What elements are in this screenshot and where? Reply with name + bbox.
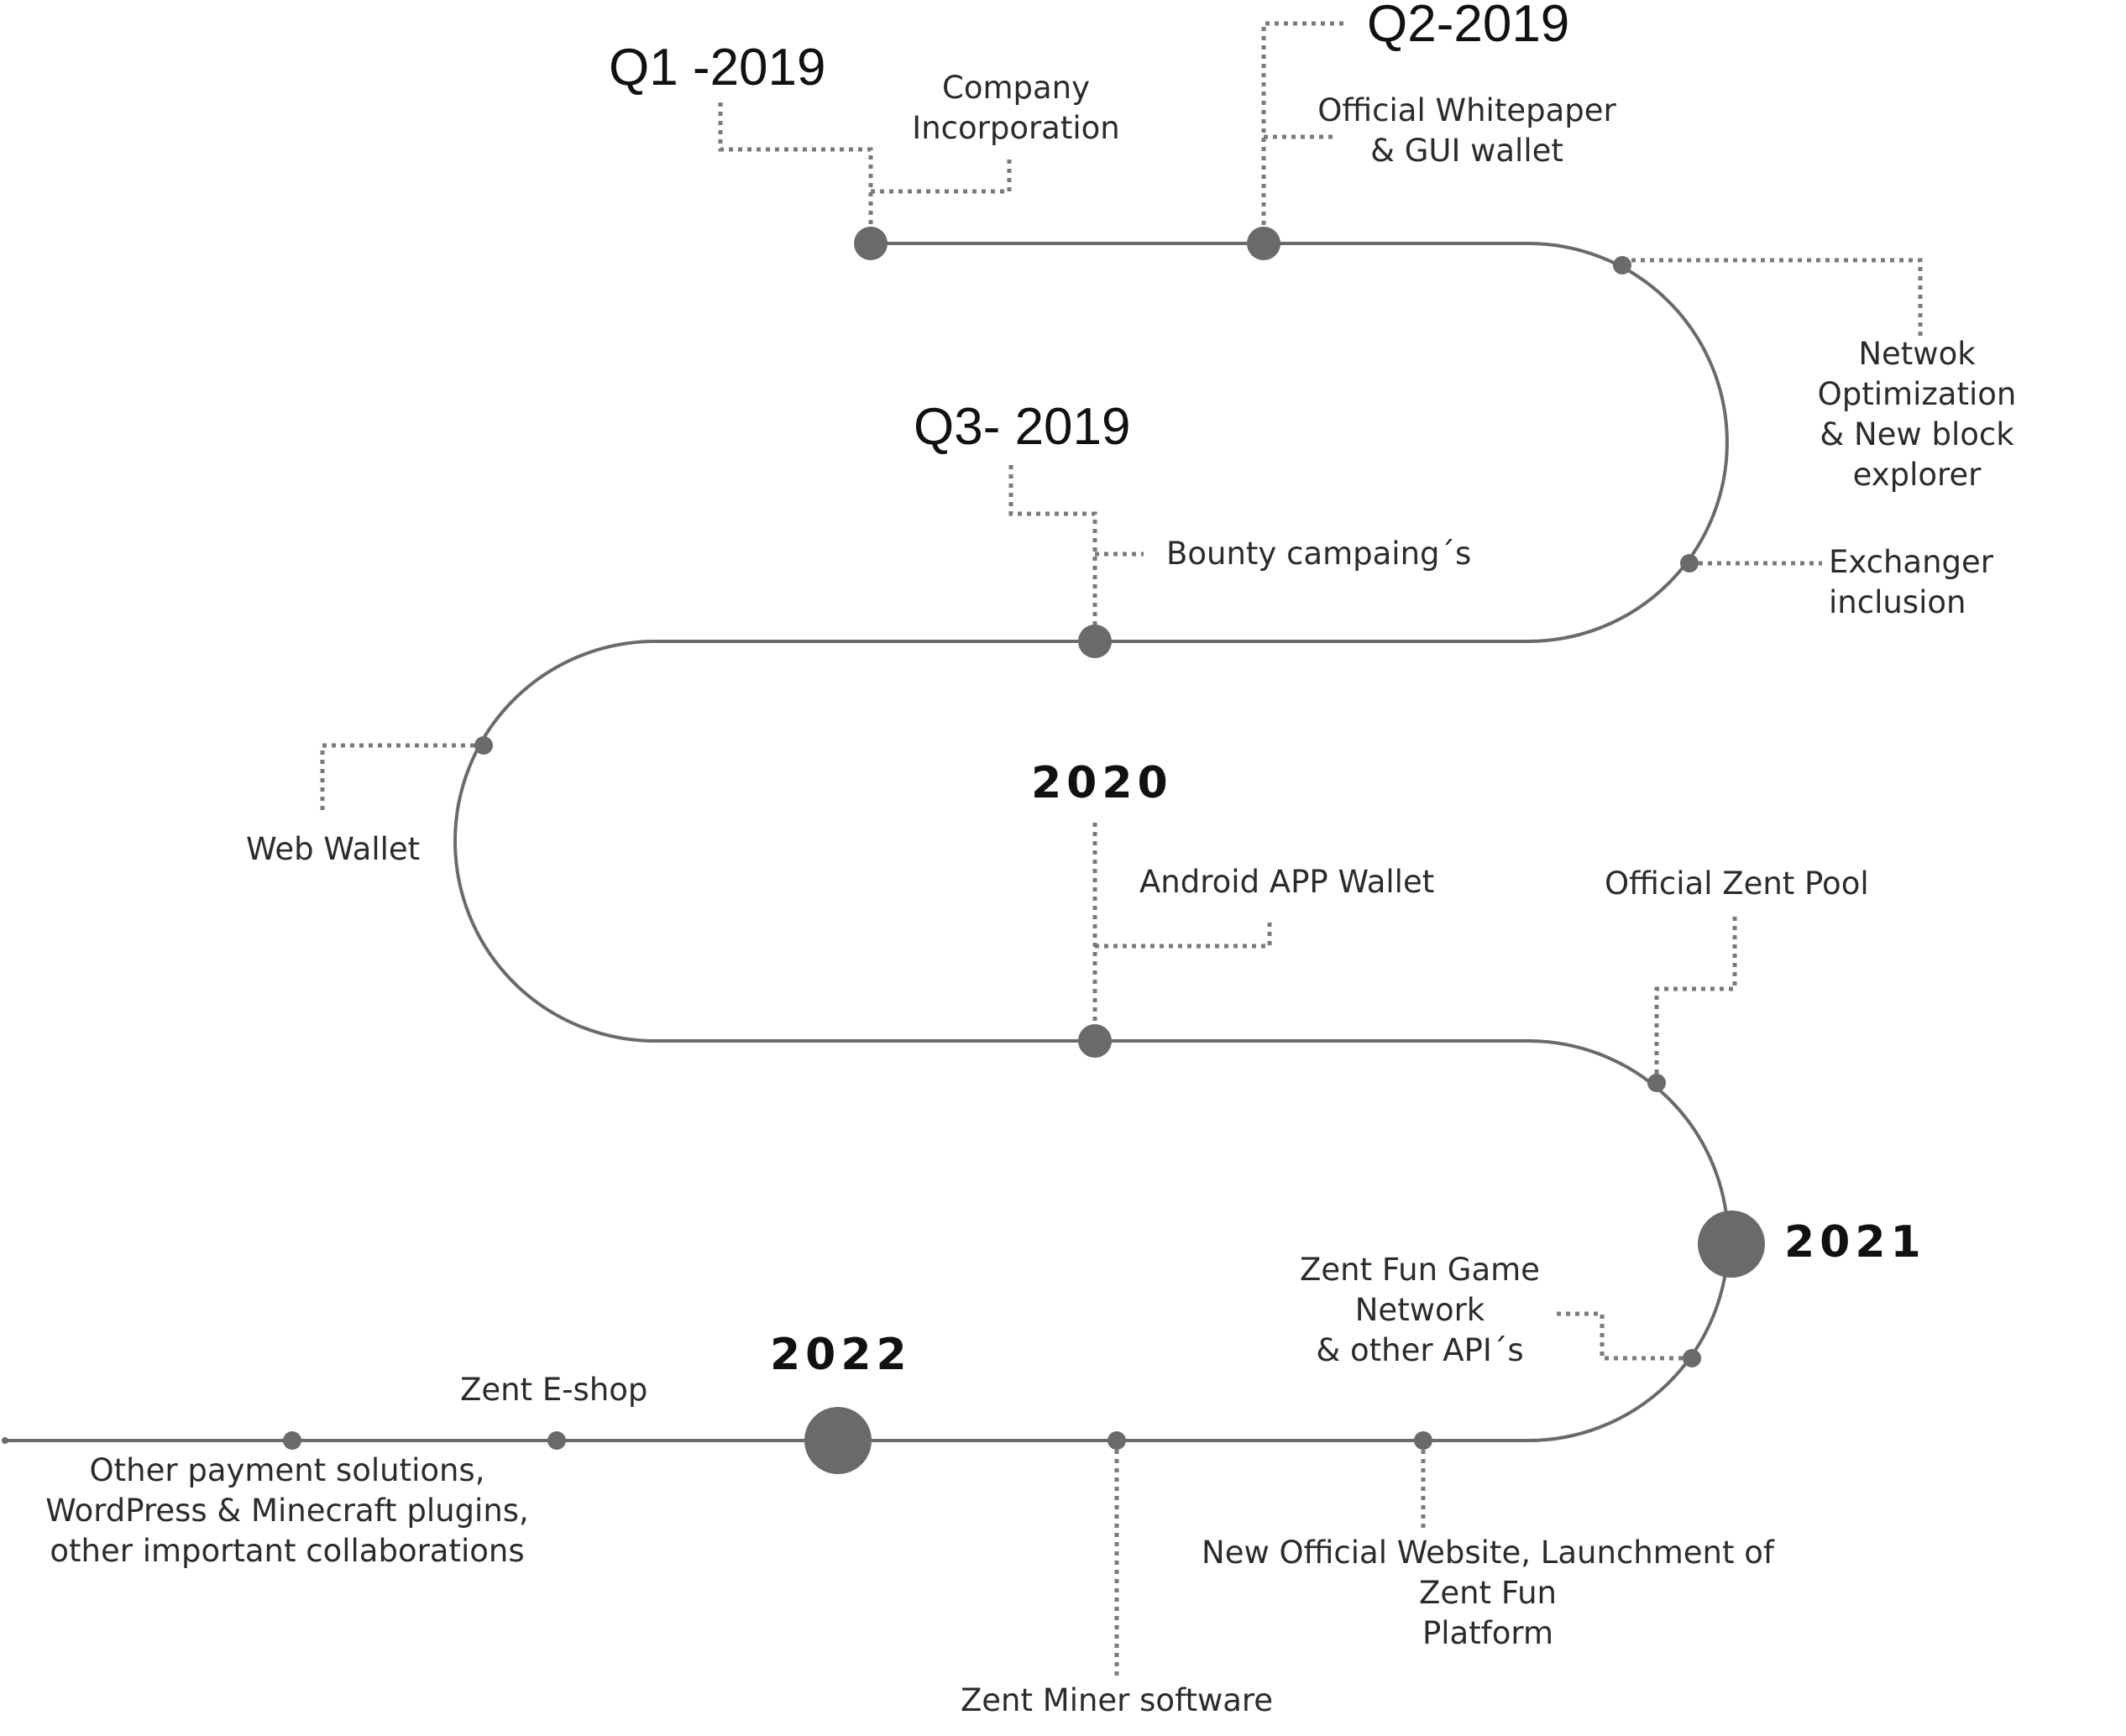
heading-q3-2019: Q3- 2019 bbox=[914, 398, 1131, 456]
connector-q1 bbox=[718, 102, 873, 243]
connectors bbox=[320, 21, 1923, 1681]
node-fun-game bbox=[1683, 1349, 1701, 1367]
label-miner: Zent Miner software bbox=[960, 1682, 1274, 1718]
node-2021 bbox=[1698, 1210, 1765, 1278]
label-whitepaper-gui: Official Whitepaper & GUI wallet bbox=[1317, 92, 1616, 169]
connector-fun-game bbox=[1552, 1311, 1692, 1361]
node-website bbox=[1414, 1431, 1432, 1450]
path-start-dot bbox=[2, 1437, 8, 1444]
node-q1-2019 bbox=[854, 227, 888, 260]
node-payments bbox=[283, 1431, 301, 1450]
label-web-wallet: Web Wallet bbox=[246, 831, 421, 867]
label-bounty: Bounty campaing´s bbox=[1166, 536, 1472, 572]
connector-android bbox=[1095, 919, 1272, 949]
label-fun-game: Zent Fun Game Network & other API´s bbox=[1300, 1252, 1540, 1368]
nodes bbox=[2, 227, 1765, 1474]
label-exchanger-inclusion: Exchanger inclusion bbox=[1829, 544, 1994, 620]
label-zent-pool: Official Zent Pool bbox=[1605, 865, 1869, 902]
node-web-wallet bbox=[474, 736, 493, 755]
node-q3-2019 bbox=[1078, 625, 1112, 658]
node-miner bbox=[1108, 1431, 1126, 1450]
label-company-incorporation: Company Incorporation bbox=[912, 70, 1120, 146]
label-payments: Other payment solutions, WordPress & Min… bbox=[45, 1452, 529, 1569]
label-network-optimization: Netwok Optimization & New block explorer bbox=[1817, 336, 2017, 493]
connector-web-wallet bbox=[320, 743, 484, 814]
heading-2021: 2021 bbox=[1784, 1217, 1926, 1268]
node-zent-pool bbox=[1647, 1074, 1666, 1092]
heading-q2-2019: Q2-2019 bbox=[1367, 0, 1570, 53]
heading-q1-2019: Q1 -2019 bbox=[609, 39, 826, 97]
node-q2-2019 bbox=[1247, 227, 1280, 260]
node-2022 bbox=[804, 1407, 872, 1474]
connector-network bbox=[1622, 258, 1923, 336]
node-network-optimization bbox=[1613, 256, 1631, 275]
label-eshop: Zent E-shop bbox=[460, 1372, 648, 1408]
connector-q3 bbox=[1008, 465, 1097, 641]
label-android-wallet: Android APP Wallet bbox=[1139, 864, 1435, 900]
heading-2020: 2020 bbox=[1031, 758, 1173, 808]
heading-2022: 2022 bbox=[770, 1330, 912, 1380]
connector-company bbox=[871, 158, 1012, 194]
node-exchanger bbox=[1680, 554, 1699, 573]
node-eshop bbox=[547, 1431, 566, 1450]
label-website: New Official Website, Launchment of Zent… bbox=[1202, 1535, 1774, 1651]
node-2020 bbox=[1078, 1024, 1112, 1058]
connector-pool bbox=[1654, 912, 1737, 1083]
